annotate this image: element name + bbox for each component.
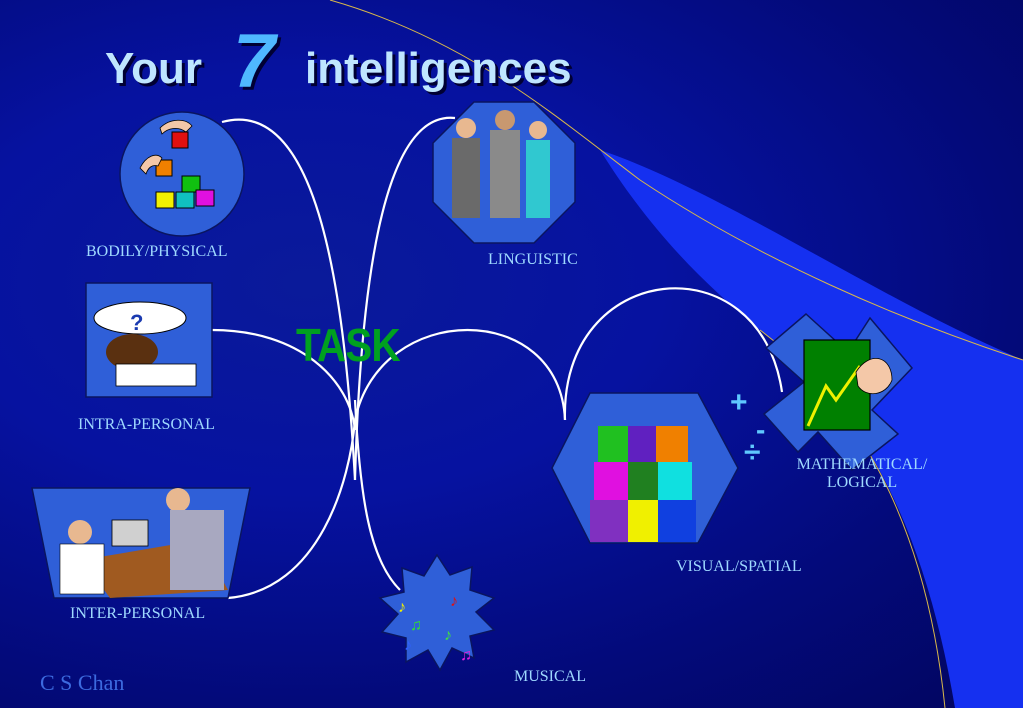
intrapersonal-icon: ? xyxy=(85,282,213,398)
label-visual-spatial: VISUAL/SPATIAL xyxy=(676,558,802,575)
label-bodily-physical: BODILY/PHYSICAL xyxy=(86,243,228,260)
label-math-line1: MATHEMATICAL/ xyxy=(796,456,928,473)
minus-symbol: - xyxy=(756,414,766,445)
plus-symbol: + xyxy=(730,386,748,419)
bodily-icon xyxy=(119,111,245,237)
svg-text:♪: ♪ xyxy=(444,627,452,644)
svg-text:♪: ♪ xyxy=(450,593,458,610)
svg-text:?: ? xyxy=(130,310,143,335)
title-word-your: Your xyxy=(105,44,202,93)
author-credit: C S Chan xyxy=(40,670,125,695)
divide-symbol: ÷ xyxy=(744,436,761,469)
connector-curves xyxy=(211,116,784,600)
title-number: 7 xyxy=(233,19,276,104)
label-math-line2: LOGICAL xyxy=(826,474,898,491)
svg-text:♪: ♪ xyxy=(404,637,412,654)
accent-wedge xyxy=(600,150,1023,708)
svg-text:♪: ♪ xyxy=(398,599,406,616)
label-linguistic: LINGUISTIC xyxy=(488,251,578,268)
label-intra-personal: INTRA-PERSONAL xyxy=(78,416,215,433)
wedge-outline-top xyxy=(329,0,1023,361)
musical-icon: ♪ ♪ ♫ ♪ ♪ ♫ xyxy=(378,553,496,672)
svg-text:♫: ♫ xyxy=(460,647,472,664)
label-inter-personal: INTER-PERSONAL xyxy=(70,605,206,622)
svg-text:♫: ♫ xyxy=(410,617,422,634)
linguistic-icon xyxy=(432,101,576,244)
visual-spatial-icon xyxy=(551,392,739,544)
task-label: TASK xyxy=(296,319,401,371)
title-word-intelligences: intelligences xyxy=(305,44,572,93)
interpersonal-icon xyxy=(31,487,251,599)
mathematical-icon xyxy=(762,313,914,472)
label-mathematical-logical: MATHEMATICAL/ LOGICAL xyxy=(782,456,942,492)
label-musical: MUSICAL xyxy=(514,668,587,685)
